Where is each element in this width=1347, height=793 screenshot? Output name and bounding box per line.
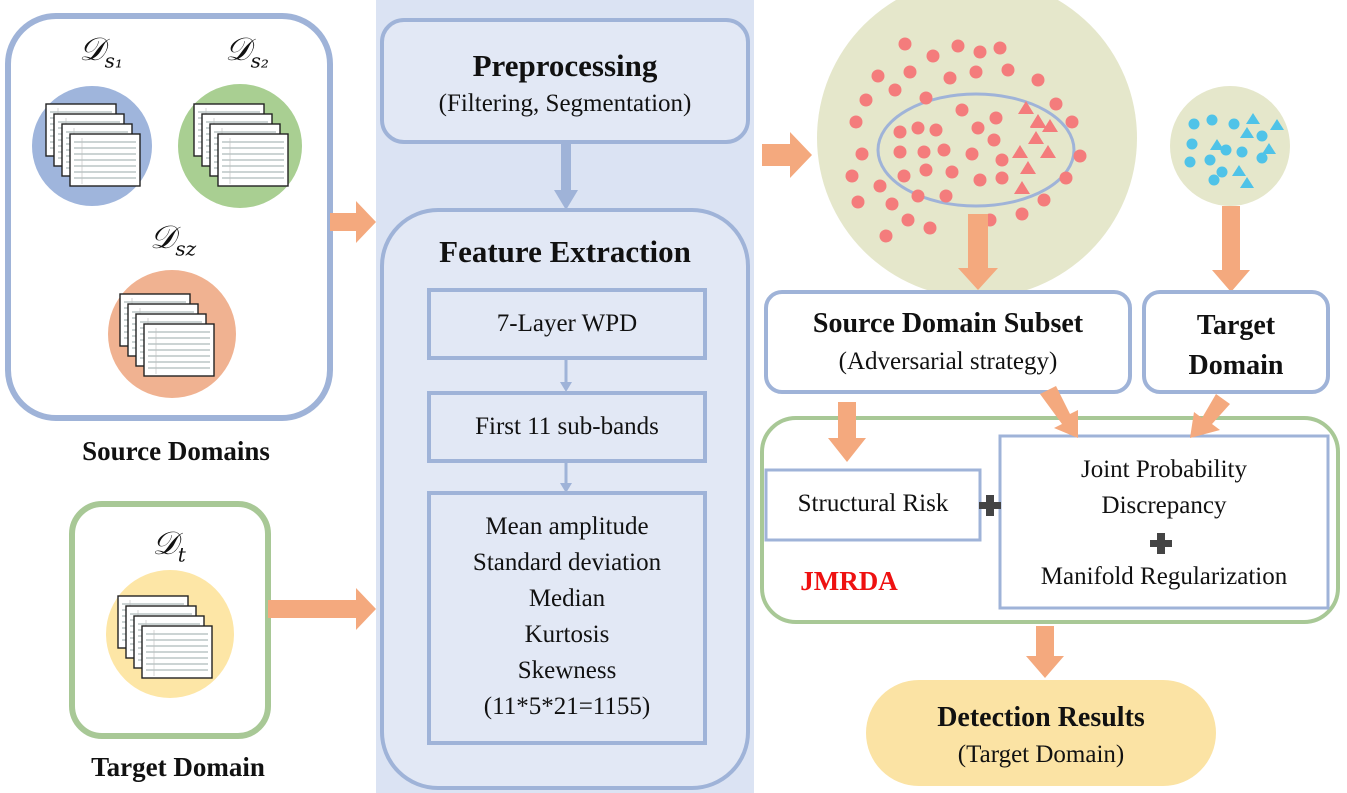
arrow-preprocessing-to-features — [554, 142, 578, 210]
method-name: JMRDA — [800, 566, 898, 596]
source-subset-subtitle: (Adversarial strategy) — [838, 348, 1058, 375]
subbands-box — [427, 391, 707, 463]
target-domain-symbol: 𝒟t — [152, 524, 186, 567]
arrow-jmrda-to-results — [1026, 626, 1064, 678]
features-list-box — [427, 491, 707, 745]
detection-results-title: Detection Results — [937, 702, 1145, 733]
target-domain-label: Target Domain — [91, 752, 265, 782]
subbands-step-label: First 11 sub-bands — [475, 413, 659, 440]
source-points — [845, 37, 1087, 243]
arrow-target-cloud-to-target — [1212, 206, 1250, 292]
feature-item: Skewness — [517, 657, 617, 684]
structural-risk-box — [764, 468, 982, 542]
target-points-cloud — [1170, 86, 1290, 206]
target-domain-line2: Domain — [1188, 350, 1284, 381]
feature-item: Standard deviation — [472, 549, 662, 576]
preprocessing-subtitle: (Filtering, Segmentation) — [438, 90, 692, 117]
detection-results-box — [866, 680, 1216, 786]
source-points-cloud — [817, 0, 1137, 298]
wpd-step-label: 7-Layer WPD — [496, 310, 638, 337]
detection-results-subtitle: (Target Domain) — [957, 741, 1125, 768]
structural-risk-label: Structural Risk — [797, 490, 949, 517]
joint-manifold-box — [998, 434, 1330, 610]
source-domains-label: Source Domains — [82, 436, 270, 466]
discrepancy-label: Discrepancy — [1101, 492, 1227, 519]
source-domain-2-label: 𝒟s₂ — [225, 30, 269, 73]
plus-icon — [1150, 533, 1172, 554]
feature-item: Median — [528, 585, 606, 612]
preprocessing-title: Preprocessing — [472, 48, 658, 83]
arrow-cloud-to-subset — [958, 214, 998, 290]
arrow-subset-to-risk — [828, 402, 866, 462]
joint-probability-label: Joint Probability — [1081, 456, 1247, 483]
arrow-pipeline-to-selection — [762, 132, 812, 178]
target-domain-line1: Target — [1196, 310, 1276, 341]
feature-item: (11*5*21=1155) — [483, 693, 651, 720]
arrow-target-to-joint — [1190, 394, 1230, 438]
source-domain-z-label: 𝒟sz — [149, 218, 197, 261]
wpd-box — [427, 288, 707, 360]
source-triangles — [1012, 101, 1058, 194]
arrow-subset-to-joint — [1040, 386, 1078, 438]
arrow-target-to-pipeline — [268, 588, 376, 630]
plus-icon — [979, 495, 1001, 516]
feature-item: Mean amplitude — [485, 513, 649, 540]
source-subset-title: Source Domain Subset — [812, 308, 1084, 339]
arrow-source-to-pipeline — [330, 201, 376, 243]
manifold-regularization-label: Manifold Regularization — [1040, 563, 1288, 590]
target-domain-box — [1142, 290, 1330, 394]
feature-item: Kurtosis — [524, 621, 610, 648]
source-domain-1-label: 𝒟s₁ — [79, 30, 123, 73]
source-subset-box — [764, 290, 1132, 394]
target-points — [1184, 113, 1284, 188]
subset-ellipse — [876, 92, 1076, 208]
feature-extraction-title: Feature Extraction — [439, 234, 691, 269]
